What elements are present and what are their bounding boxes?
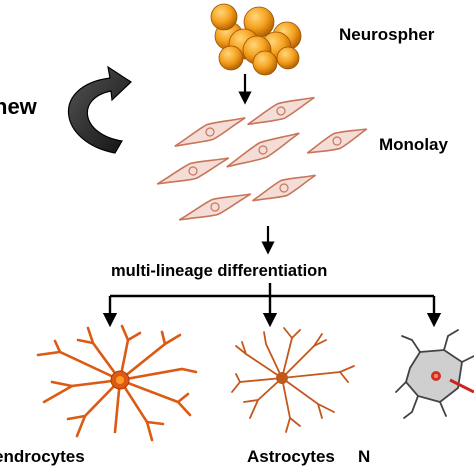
progenitor-cell	[174, 116, 246, 148]
flow-arrows	[102, 74, 442, 328]
neuron-cell	[395, 329, 474, 419]
arrow-branch-connector	[110, 283, 434, 298]
progenitor-cell	[252, 174, 316, 202]
progenitor-cell	[178, 193, 252, 221]
progenitor-cell	[247, 96, 315, 126]
self-renewal-arrow	[68, 65, 132, 154]
astrocyte-cell	[231, 327, 355, 433]
oligodendrocyte-cell	[36, 324, 198, 442]
progenitor-cell	[156, 157, 230, 185]
monolayer-cells	[156, 96, 368, 221]
progenitor-cell	[306, 128, 368, 154]
neurospheres-label: Neurospher	[339, 25, 435, 44]
oligodendrocytes-label: endrocytes	[0, 447, 85, 466]
monolayer-label: Monolay	[379, 135, 448, 154]
self-renewal-label: new	[0, 94, 37, 119]
astrocytes-label: Astrocytes	[247, 447, 335, 466]
neurons-label: N	[358, 447, 371, 466]
differentiation-label: multi-lineage differentiation	[111, 262, 328, 280]
neurosphere-cluster	[210, 3, 302, 76]
progenitor-cell	[226, 132, 300, 168]
